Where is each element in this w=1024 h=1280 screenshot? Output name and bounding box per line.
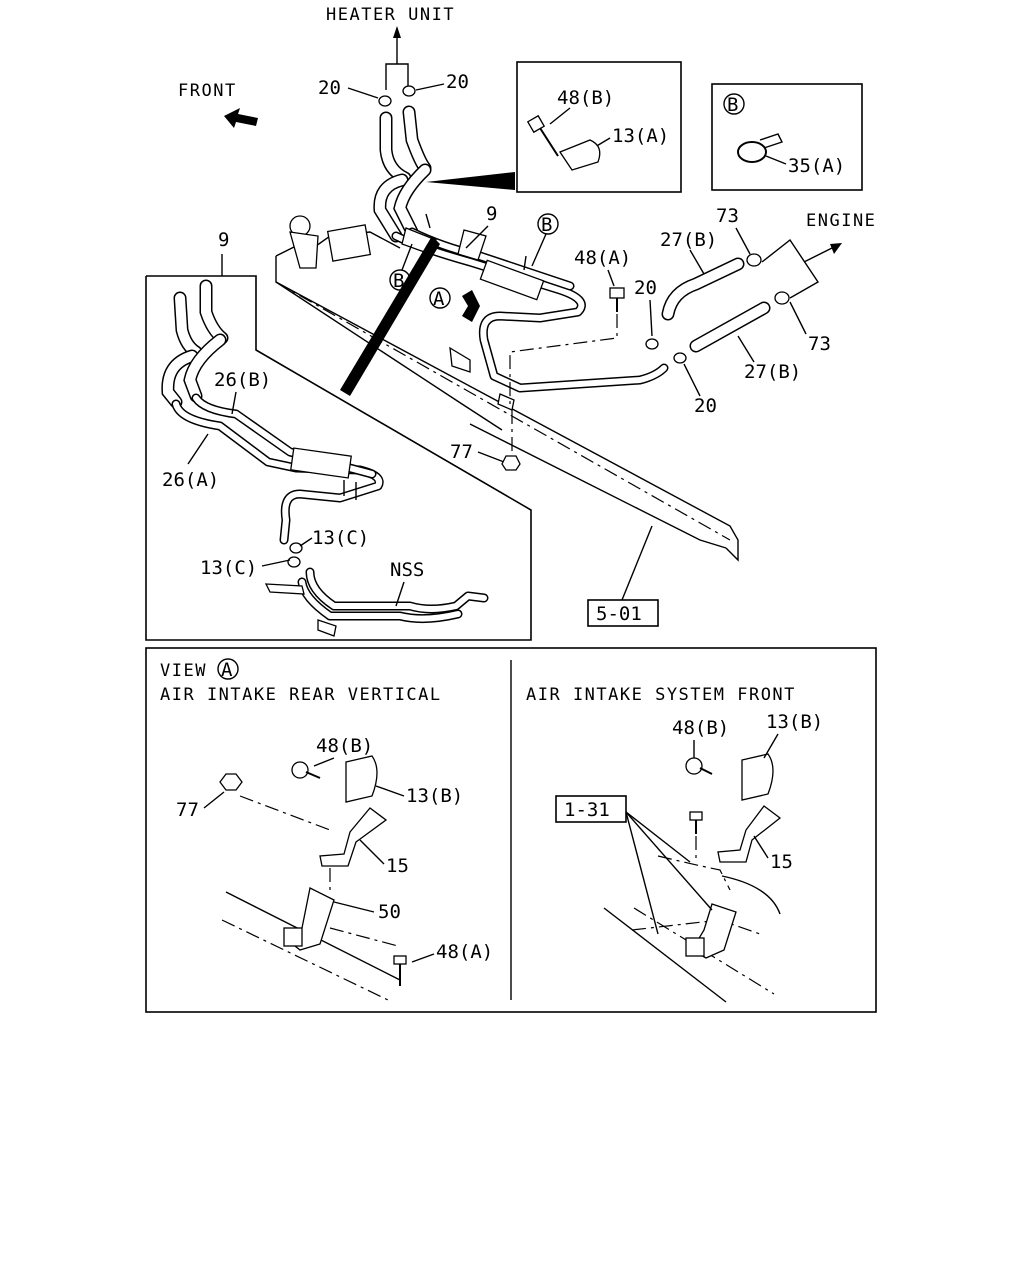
- view-a-arrow-icon: [462, 290, 480, 322]
- bracket-15-label: 15: [386, 855, 409, 877]
- bracket-50-label: 50: [378, 901, 401, 923]
- engine-label: ENGINE: [806, 211, 876, 231]
- clip-icon: [559, 139, 601, 171]
- mount-block: [326, 224, 372, 262]
- clip-13c: [287, 542, 303, 568]
- bolt-48a-label: 48(A): [436, 941, 493, 963]
- pipe-9-box-label: 9: [218, 229, 229, 251]
- hose-clamp-icon: [673, 352, 687, 364]
- bolt-icon: [609, 287, 625, 312]
- hose-clamp-icon: [774, 291, 790, 305]
- pipe-assembly-26: [161, 279, 384, 545]
- detail-box-clip: [516, 61, 682, 193]
- bolt-48b-label: 48(B): [672, 717, 729, 739]
- pipe-26b-label: 26(B): [214, 369, 271, 391]
- view-a-title: VIEW: [160, 661, 207, 681]
- callout-circle: [429, 287, 451, 309]
- ref-501-label: 5-01: [596, 603, 642, 625]
- frame-rail: [275, 215, 739, 562]
- nut-77-label: 77: [450, 441, 473, 463]
- pipe-26a-label: 26(A): [162, 469, 219, 491]
- hose-27b-label: 27(B): [744, 361, 801, 383]
- front-arrow-icon: [224, 108, 258, 128]
- hose-clamp-icon: [402, 85, 416, 97]
- pipe-9-label: 9: [486, 203, 497, 225]
- bolt-icon: [526, 114, 559, 157]
- nss-label: NSS: [390, 559, 424, 581]
- view-b-marker: B: [727, 94, 738, 116]
- bolt-48a-label: 48(A): [574, 247, 631, 269]
- clip-13c-label: 13(C): [200, 557, 257, 579]
- clamp-73-label: 73: [716, 205, 739, 227]
- engine-arrow-icon: [761, 238, 842, 299]
- heater-hoses: [373, 105, 432, 243]
- clamp-73-label: 73: [808, 333, 831, 355]
- callout-circle: [723, 93, 745, 115]
- callout-circle: [217, 658, 239, 680]
- hose-27b: [661, 257, 745, 321]
- nut-icon: [501, 455, 521, 471]
- hose-27b-label: 27(B): [660, 229, 717, 251]
- clamp-20-label: 20: [694, 395, 717, 417]
- right-subview: [603, 753, 782, 1003]
- clamp-20-label: 20: [446, 71, 469, 93]
- hose-clamp-icon: [645, 338, 659, 350]
- callout-a-label: A: [433, 288, 445, 310]
- mount-bracket: [289, 231, 319, 269]
- clip-13c-label: 13(C): [312, 527, 369, 549]
- right-view-title: AIR INTAKE SYSTEM FRONT: [526, 685, 796, 705]
- bolt-48b-label: 48(B): [557, 87, 614, 109]
- detail-pointer: [426, 172, 515, 190]
- hose-27b: [689, 301, 771, 353]
- hose-clamp-icon: [746, 253, 762, 267]
- heater-unit-label: HEATER UNIT: [326, 5, 455, 25]
- box-pointer: [340, 236, 440, 396]
- view-a-marker: A: [221, 659, 233, 681]
- ref-131-label: 1-31: [564, 799, 610, 821]
- detail-box-pipes: [145, 275, 532, 641]
- nss-pipe: [264, 567, 489, 637]
- band-clamp-icon: [737, 133, 783, 163]
- clamp-20-label: 20: [634, 277, 657, 299]
- hose-clamp-icon: [378, 95, 392, 107]
- bolt-48b-label: 48(B): [316, 735, 373, 757]
- heater-arrow-icon: [385, 26, 409, 90]
- clip-13b-label: 13(B): [766, 711, 823, 733]
- left-subview: [219, 755, 407, 1001]
- ref-131-leaders: [625, 811, 713, 935]
- left-view-title: AIR INTAKE REAR VERTICAL: [160, 685, 442, 705]
- callout-b-label: B: [541, 214, 552, 236]
- clip-13b-label: 13(B): [406, 785, 463, 807]
- view-a-box: [145, 647, 877, 1013]
- callout-b-label: B: [393, 270, 404, 292]
- nut-77-label: 77: [176, 799, 199, 821]
- detail-box-b: [711, 83, 863, 191]
- ref-box-1-31: [555, 795, 627, 823]
- front-label: FRONT: [178, 81, 237, 101]
- callout-circle: [537, 213, 559, 235]
- bracket-15-label: 15: [770, 851, 793, 873]
- ref-box-5-01: [587, 599, 659, 627]
- clamp-20-label: 20: [318, 77, 341, 99]
- clip-13a-label: 13(A): [612, 125, 669, 147]
- clamp-35a-label: 35(A): [788, 155, 845, 177]
